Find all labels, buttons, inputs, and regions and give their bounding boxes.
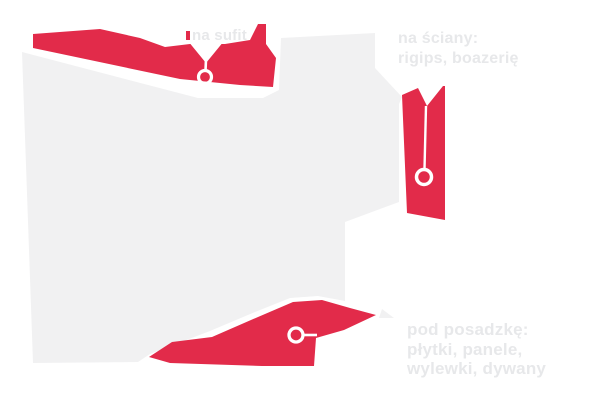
room-silhouette xyxy=(22,33,402,363)
ceiling-label-text: na sufit xyxy=(192,27,247,44)
floor-callout-marker xyxy=(287,326,305,344)
ceiling-strip-fleck xyxy=(186,31,190,40)
ceiling-label: na sufit xyxy=(192,26,247,46)
floor-label-line3: wylewki, dywany xyxy=(407,359,547,378)
wall-heating-strip xyxy=(402,86,445,220)
wall-foot-fragment xyxy=(379,309,394,318)
floor-label: pod posadzkę: płytki, panele, wylewki, d… xyxy=(407,320,546,379)
ceiling-callout-pointer xyxy=(188,41,224,63)
walls-label-line1: na ściany: xyxy=(398,30,479,47)
walls-label-line2: rigips, boazerię xyxy=(398,49,519,67)
walls-label: na ściany: rigips, boazerię xyxy=(398,29,519,68)
wall-callout-marker xyxy=(414,167,434,187)
wall-callout-stem xyxy=(423,105,428,170)
ceiling-heating-strip xyxy=(33,24,276,87)
ceiling-callout-marker xyxy=(196,68,214,86)
floor-label-line2: płytki, panele, xyxy=(407,339,523,359)
floor-heating-strip xyxy=(149,300,376,366)
floor-label-line1: pod posadzkę: xyxy=(407,320,529,339)
